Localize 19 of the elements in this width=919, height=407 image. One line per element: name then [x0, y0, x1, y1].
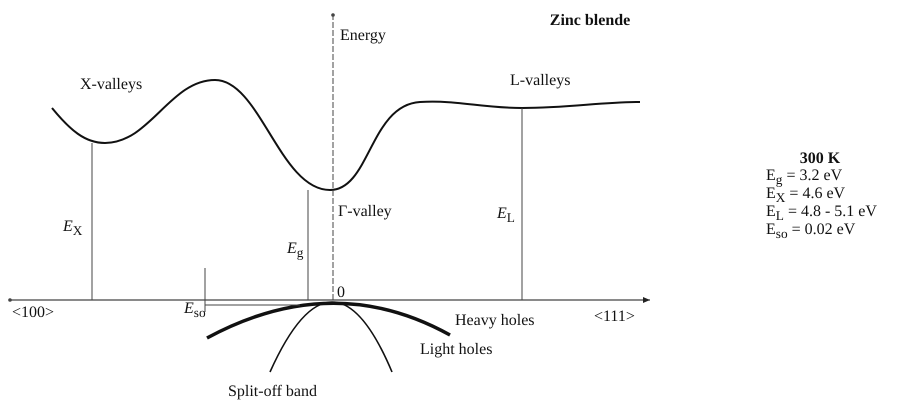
- band-label: Heavy holes: [455, 312, 535, 330]
- parameter-value: E$_{L}$ = 4.8 - 5.1 eV: [766, 203, 877, 224]
- valley-label: Γ-valley: [338, 203, 392, 221]
- temperature-label: 300 K: [800, 150, 840, 168]
- energy-symbol: E$_{L}$: [497, 205, 515, 228]
- valley-label: X-valleys: [80, 76, 142, 94]
- origin-label: 0: [337, 284, 345, 302]
- axis-label: Energy: [340, 27, 386, 45]
- parameter-value: E$_{g}$ = 3.2 eV: [766, 167, 842, 188]
- valley-label: L-valleys: [510, 72, 570, 90]
- parameter-value: E$_{so}$ = 0.02 eV: [766, 221, 856, 244]
- band-label: Light holes: [420, 341, 492, 359]
- energy-symbol: E$_{so}$: [184, 300, 206, 322]
- direction-label: <111>: [594, 308, 635, 326]
- energy-symbol: E$_{X}$: [63, 218, 82, 240]
- energy-symbol: E$_{g}$: [287, 240, 304, 262]
- diagram-title: Zinc blende: [550, 12, 630, 30]
- direction-label: <100>: [12, 304, 54, 322]
- band-label: Split-off band: [228, 383, 318, 401]
